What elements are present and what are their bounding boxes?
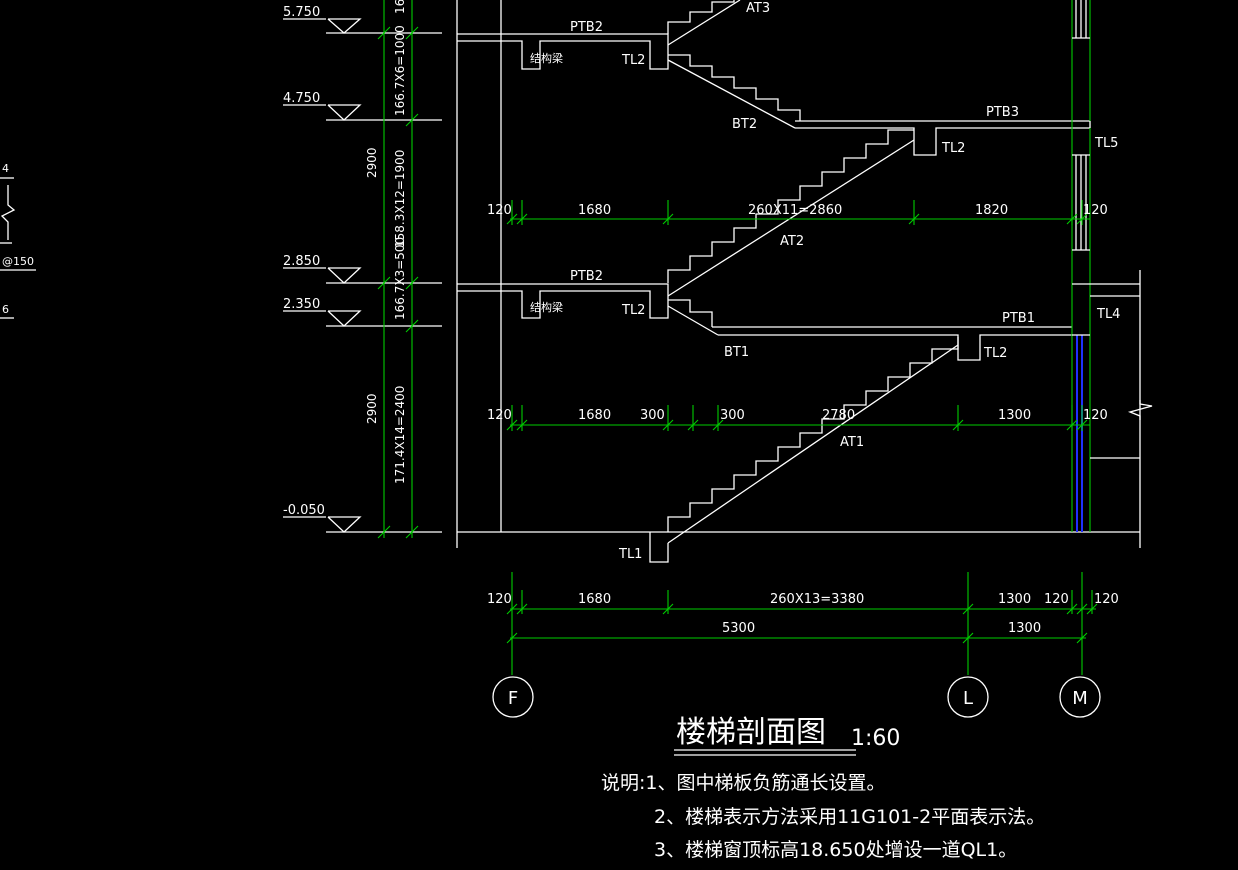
elevation-marker-4750: 4.750 <box>283 91 442 121</box>
dim-upper-4: 120 <box>1083 203 1108 218</box>
flight-at3: AT3 <box>667 0 770 46</box>
elevation-label: 4.750 <box>283 91 320 106</box>
member-ptb2-mid: PTB2 <box>570 269 603 284</box>
member-tl2-mid2: TL2 <box>621 303 645 318</box>
elevation-marker-5750: 5.750 <box>283 5 442 34</box>
flight-at1: AT1 TL1 <box>618 337 959 563</box>
axis-label-m: M <box>1072 688 1088 709</box>
vdim-top-cut: 16 <box>393 0 407 14</box>
dimension-bottom: 120 1680 260X13=3380 1300 120 120 5300 1… <box>487 572 1119 675</box>
dim-total-1: 1300 <box>1008 621 1041 636</box>
dim-bottom-2: 260X13=3380 <box>770 592 864 607</box>
dim-upper-3: 1820 <box>975 203 1008 218</box>
left-wall <box>456 0 502 548</box>
landing-ptb1: PTB1 TL2 <box>712 311 1072 361</box>
dim-bottom-4: 120 <box>1044 592 1069 607</box>
member-ptb3: PTB3 <box>986 105 1019 120</box>
vdim-h2: 2900 <box>365 393 379 424</box>
dim-bottom-0: 120 <box>487 592 512 607</box>
left-fragment: 4 @150 6 <box>0 162 36 319</box>
dimension-upper: 120 1680 260X11=2860 1820 120 <box>487 200 1108 225</box>
landing-ptb3: PTB3 TL2 <box>795 105 1090 156</box>
dim-bottom-5: 120 <box>1094 592 1119 607</box>
elevation-label: 2.350 <box>283 297 320 312</box>
dim-upper-0: 120 <box>487 203 512 218</box>
dim-middle-1: 1680 <box>578 408 611 423</box>
dim-upper-1: 1680 <box>578 203 611 218</box>
member-tl2-top: TL2 <box>621 53 645 68</box>
dim-middle-3: 300 <box>720 408 745 423</box>
member-at1: AT1 <box>840 435 864 450</box>
axis-label-f: F <box>508 688 518 709</box>
elevation-marker-minus0050: -0.050 <box>283 503 442 533</box>
upper-landing: PTB2 结构梁 TL2 <box>457 20 669 70</box>
dim-middle-0: 120 <box>487 408 512 423</box>
member-ptb1: PTB1 <box>1002 311 1035 326</box>
dim-middle-4: 2780 <box>822 408 855 423</box>
axis-bubble-l: L <box>947 676 989 718</box>
axis-bubble-f: F <box>492 676 534 718</box>
vdim-h1: 2900 <box>365 147 379 178</box>
member-ptb2-top: PTB2 <box>570 20 603 35</box>
vdim-d3: 166.7X3=500 <box>393 237 407 320</box>
note-line-1: 说明:1、图中梯板负筋通长设置。 <box>601 772 886 794</box>
axis-label-l: L <box>963 688 973 709</box>
elevation-label: 5.750 <box>283 5 320 20</box>
flight-bt2: BT2 <box>667 54 801 132</box>
axis-bubble-m: M <box>1059 676 1101 718</box>
dim-middle-5: 1300 <box>998 408 1031 423</box>
member-tl1: TL1 <box>618 547 642 562</box>
elevation-marker-2350: 2.350 <box>283 297 442 327</box>
note-line-3: 3、楼梯窗顶标高18.650处增设一道QL1。 <box>654 839 1017 861</box>
drawing-scale: 1:60 <box>851 726 900 751</box>
elevation-label: 2.850 <box>283 254 320 269</box>
drawing-title-block: 楼梯剖面图 1:60 <box>674 715 900 756</box>
member-jiegouliang-mid: 结构梁 <box>530 300 563 314</box>
vdim-d2: 158.3X12=1900 <box>393 150 407 248</box>
member-bt1: BT1 <box>724 345 749 360</box>
dim-middle-6: 120 <box>1083 408 1108 423</box>
dim-bottom-3: 1300 <box>998 592 1031 607</box>
elevation-label: -0.050 <box>283 503 325 518</box>
elevation-marker-2850: 2.850 <box>283 254 442 284</box>
member-at3: AT3 <box>746 1 770 16</box>
dim-middle-2: 300 <box>640 408 665 423</box>
left-break-symbol <box>0 185 16 240</box>
left-fragment-c: 6 <box>2 303 9 316</box>
left-fragment-b: @150 <box>2 255 34 268</box>
left-fragment-a: 4 <box>2 162 9 175</box>
flight-at2: AT2 <box>667 129 915 297</box>
drawing-notes: 说明:1、图中梯板负筋通长设置。 2、楼梯表示方法采用11G101-2平面表示法… <box>601 772 1045 861</box>
member-bt2: BT2 <box>732 117 757 132</box>
dim-total-0: 5300 <box>722 621 755 636</box>
vdim-d1: 166.7X6=1000 <box>393 25 407 116</box>
note-line-2: 2、楼梯表示方法采用11G101-2平面表示法。 <box>654 806 1045 828</box>
member-tl2-low: TL2 <box>983 346 1007 361</box>
dim-upper-2: 260X11=2860 <box>748 203 842 218</box>
member-tl2-mid: TL2 <box>941 141 965 156</box>
middle-landing: PTB2 结构梁 TL2 <box>457 269 669 319</box>
vertical-dimensions: 16 166.7X6=1000 158.3X12=1900 166.7X3=50… <box>365 0 419 539</box>
flight-bt1: BT1 <box>667 299 749 360</box>
member-jiegouliang-top: 结构梁 <box>530 51 563 65</box>
right-wall: TL5 TL4 <box>1071 0 1153 548</box>
member-tl4: TL4 <box>1096 307 1120 322</box>
member-tl5: TL5 <box>1094 136 1118 151</box>
drawing-title: 楼梯剖面图 <box>676 715 826 750</box>
dim-bottom-1: 1680 <box>578 592 611 607</box>
dimension-middle: 120 1680 300 300 2780 1300 120 <box>487 405 1108 431</box>
vdim-d4: 171.4X14=2400 <box>393 386 407 484</box>
member-at2: AT2 <box>780 234 804 249</box>
